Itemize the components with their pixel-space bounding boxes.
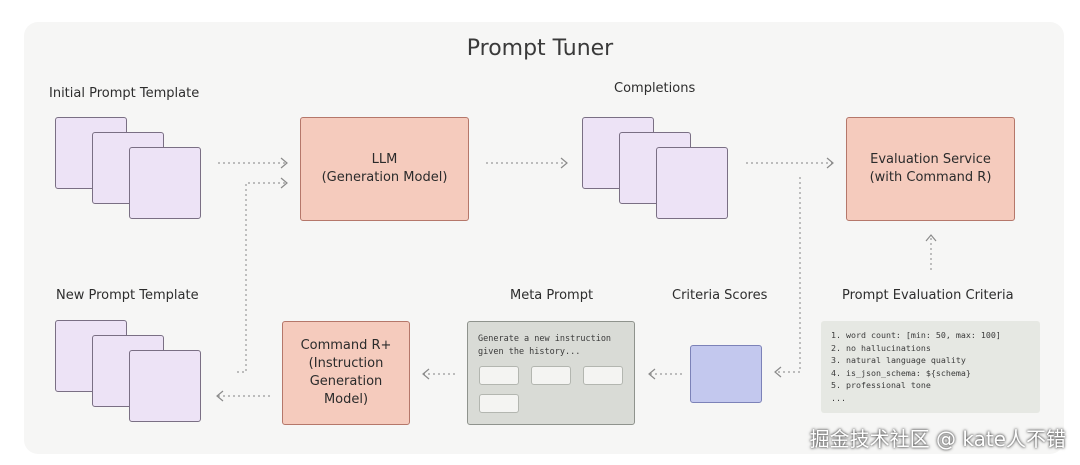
evaluation-service-box: Evaluation Service (with Command R) [846,117,1015,221]
prompt-card [129,350,201,422]
arrowhead [648,368,656,380]
diagram-title: Prompt Tuner [466,36,614,61]
criteria-item: 4. is_json_schema: ${schema} [831,367,971,378]
watermark: 掘金技术社区 @ kate人不错 [809,427,1066,451]
llm-box: LLM (Generation Model) [300,117,469,221]
arrowhead [826,157,834,169]
history-slot [479,366,519,385]
criteria-item: ... [831,392,846,403]
prompt-evaluation-criteria-label: Prompt Evaluation Criteria [842,288,1014,303]
criteria-scores-label: Criteria Scores [672,288,768,303]
meta-prompt-text: Generate a new instruction given the his… [478,334,612,357]
criteria-item: 1. word count: [min: 50, max: 100] [831,330,1001,340]
arrow-new-template-to-llm [237,182,286,373]
criteria-scores-box [690,345,762,403]
arrowhead [774,366,782,378]
criteria-item: 3. natural language quality [831,355,966,366]
evaluation-criteria-box: 1. word count: [min: 50, max: 100] 2. no… [821,321,1040,413]
criteria-item: 2. no hallucinations [831,342,931,353]
arrowhead [216,390,224,402]
history-slot [531,366,571,385]
arrowhead [560,157,568,169]
completions-label: Completions [614,81,696,96]
meta-prompt-box: Generate a new instruction given the his… [467,321,635,425]
arrowhead [925,234,937,242]
arrowhead [422,368,430,380]
arrow-evaluation-to-scores [776,177,801,373]
criteria-list: 1. word count: [min: 50, max: 100] 2. no… [831,329,1001,405]
arrowhead [280,177,288,189]
meta-prompt-label: Meta Prompt [510,288,594,303]
completion-card [656,147,728,219]
history-slot [583,366,623,385]
new-prompt-template-label: New Prompt Template [56,288,199,303]
command-r-plus-box: Command R+ (Instruction Generation Model… [282,321,410,425]
initial-prompt-template-label: Initial Prompt Template [49,86,200,101]
criteria-item: 5. professional tone [831,380,931,391]
prompt-card [129,147,201,219]
history-slot [479,394,519,413]
arrowhead [280,157,288,169]
